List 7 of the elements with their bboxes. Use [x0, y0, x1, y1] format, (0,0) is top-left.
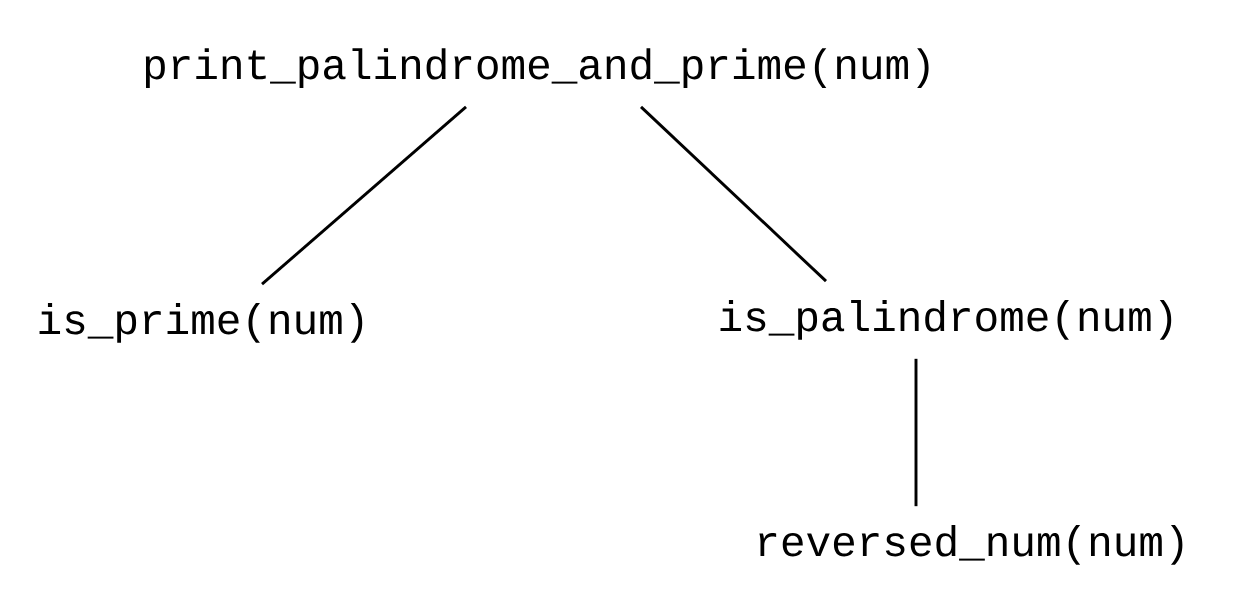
function-label: reversed_num(num)	[759, 525, 1183, 565]
function-label: is_palindrome(num)	[720, 300, 1172, 340]
connector-line	[261, 105, 467, 286]
function-label: is_prime(num)	[39, 303, 363, 343]
connector-line	[640, 105, 827, 283]
function-label: print_palindrome_and_prime(num)	[145, 48, 929, 88]
connector-line	[914, 358, 918, 507]
